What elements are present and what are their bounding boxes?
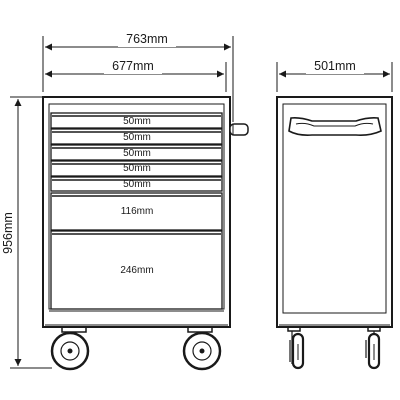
side-caster-mount-right — [367, 326, 381, 332]
drawer-label-1: 50mm — [123, 116, 151, 127]
dim-label-height: 956mm — [1, 212, 15, 254]
side-top-handle-grip — [295, 122, 374, 127]
caster-mount-left — [61, 326, 87, 333]
dim-label-bg-depth — [306, 58, 364, 74]
drawer-shapes — [50, 112, 223, 310]
drawer-2 — [50, 128, 223, 145]
dim-label-bg-body — [104, 58, 162, 74]
dim-label-body-width: 677mm — [112, 59, 154, 73]
drawer-label-6: 116mm — [121, 206, 154, 217]
drawer-label-2: 50mm — [123, 132, 151, 143]
drawer-5 — [50, 176, 223, 192]
side-cabinet-outer — [276, 96, 393, 328]
wheel-right — [182, 331, 222, 371]
front-view — [42, 96, 249, 352]
drawer-4 — [50, 160, 223, 177]
drawer-label-7: 246mm — [120, 265, 153, 276]
side-wheel-right — [367, 332, 381, 370]
drawer-label-4: 50mm — [123, 163, 151, 174]
side-caster-mount-left — [287, 326, 301, 332]
drawer-3 — [50, 144, 223, 161]
side-view — [276, 96, 393, 364]
side-top-handle-icon — [288, 117, 382, 136]
drawer-6 — [50, 192, 223, 231]
dim-label-bg-total — [118, 31, 176, 47]
dimension-lines — [10, 36, 393, 369]
drawer-labels: 50mm 50mm 50mm 50mm 50mm 116mm 246mm — [120, 116, 153, 276]
side-wheel-left — [291, 332, 305, 370]
drawer-1 — [50, 112, 223, 129]
drawer-label-5: 50mm — [123, 179, 151, 190]
dim-label-depth: 501mm — [314, 59, 356, 73]
caster-mount-right — [187, 326, 213, 333]
drawer-label-3: 50mm — [123, 148, 151, 159]
side-handle-icon — [229, 123, 249, 136]
side-cabinet-inner — [282, 103, 387, 314]
drawer-7 — [50, 230, 223, 310]
wheel-left — [50, 331, 90, 371]
dim-label-total-width: 763mm — [126, 32, 168, 46]
front-cabinet-outer — [42, 96, 231, 328]
